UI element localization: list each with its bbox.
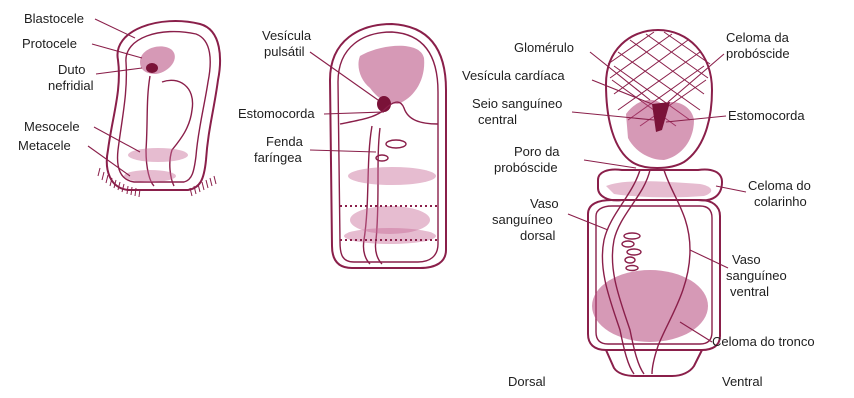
label-celoma-tronco: Celoma do tronco xyxy=(712,334,815,349)
label-duto-2: nefridial xyxy=(48,78,94,93)
label-estomocorda-right: Estomocorda xyxy=(728,108,805,123)
label-vaso-dorsal-2: sanguíneo xyxy=(492,212,553,227)
label-celoma-probo-2: probóscide xyxy=(726,46,790,61)
label-seio-1: Seio sanguíneo xyxy=(472,96,562,111)
middle-larva: Vesícula pulsátil Estomocorda Fenda farí… xyxy=(238,24,446,268)
label-fenda-1: Fenda xyxy=(266,134,304,149)
label-seio-2: central xyxy=(478,112,517,127)
label-mesocele: Mesocele xyxy=(24,119,80,134)
label-celoma-colar-2: colarinho xyxy=(754,194,807,209)
label-fenda-2: faríngea xyxy=(254,150,302,165)
label-poro-1: Poro da xyxy=(514,144,560,159)
label-vaso-ventral-3: ventral xyxy=(730,284,769,299)
label-vesicula-pulsatil-1: Vesícula xyxy=(262,28,312,43)
label-vaso-dorsal-3: dorsal xyxy=(520,228,556,243)
label-ventral: Ventral xyxy=(722,374,763,389)
label-celoma-probo-1: Celoma da xyxy=(726,30,790,45)
label-estomocorda-middle: Estomocorda xyxy=(238,106,315,121)
label-vaso-ventral-1: Vaso xyxy=(732,252,761,267)
label-vesicula-pulsatil-2: pulsátil xyxy=(264,44,305,59)
label-glomerulo: Glomérulo xyxy=(514,40,574,55)
left-larva: Blastocele Protocele Duto nefridial Meso… xyxy=(18,11,220,197)
label-vesicula-cardiaca: Vesícula cardíaca xyxy=(462,68,565,83)
right-larva: Glomérulo Vesícula cardíaca Seio sanguín… xyxy=(462,30,815,389)
label-poro-2: probóscide xyxy=(494,160,558,175)
label-protocele: Protocele xyxy=(22,36,77,51)
label-celoma-colar-1: Celoma do xyxy=(748,178,811,193)
label-vaso-ventral-2: sanguíneo xyxy=(726,268,787,283)
label-vaso-dorsal-1: Vaso xyxy=(530,196,559,211)
label-duto-1: Duto xyxy=(58,62,85,77)
label-dorsal: Dorsal xyxy=(508,374,546,389)
label-blastocele: Blastocele xyxy=(24,11,84,26)
label-metacele: Metacele xyxy=(18,138,71,153)
